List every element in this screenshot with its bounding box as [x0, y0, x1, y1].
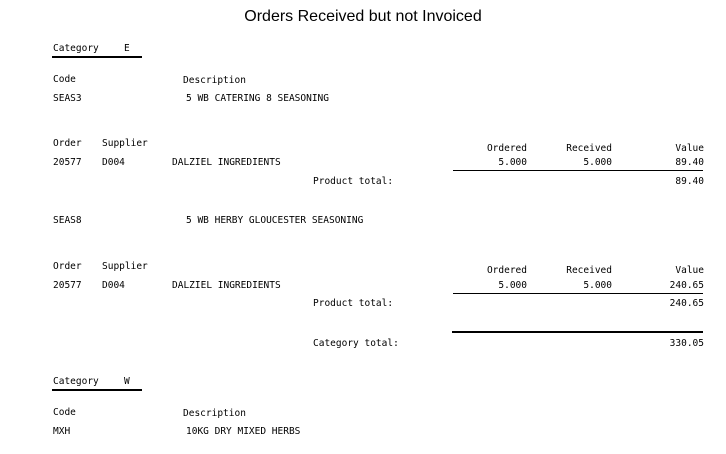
value-header: Value [675, 143, 704, 154]
category-code: E [124, 43, 130, 54]
order-number: 20577 [53, 280, 82, 291]
description-header: Description [183, 408, 246, 419]
category-total-value: 330.05 [669, 338, 704, 349]
product-code: SEAS3 [53, 93, 82, 104]
product-total-value: 89.40 [675, 176, 704, 187]
supplier-code: D004 [102, 157, 125, 168]
supplier-code: D004 [102, 280, 125, 291]
product-code: SEAS8 [53, 215, 82, 226]
code-header: Code [53, 407, 76, 418]
code-header: Code [53, 74, 76, 85]
product-total-label: Product total: [313, 298, 394, 309]
order-header: Order [53, 138, 82, 149]
supplier-header: Supplier [102, 261, 148, 272]
product-description: 10KG DRY MIXED HERBS [186, 426, 301, 437]
category-total-label: Category total: [313, 338, 399, 349]
order-number: 20577 [53, 157, 82, 168]
received-header: Received [566, 265, 612, 276]
supplier-name: DALZIEL INGREDIENTS [172, 157, 281, 168]
subtotal-rule [453, 293, 703, 294]
product-total-value: 240.65 [669, 298, 704, 309]
category-label: Category [53, 43, 99, 54]
product-total-label: Product total: [313, 176, 394, 187]
subtotal-rule [453, 170, 703, 171]
supplier-name: DALZIEL INGREDIENTS [172, 280, 281, 291]
description-header: Description [183, 75, 246, 86]
value-header: Value [675, 265, 704, 276]
category-underline [52, 389, 142, 391]
received-header: Received [566, 143, 612, 154]
ordered-qty: 5.000 [498, 280, 527, 291]
received-qty: 5.000 [583, 280, 612, 291]
order-header: Order [53, 261, 82, 272]
line-value: 240.65 [669, 280, 704, 291]
line-value: 89.40 [675, 157, 704, 168]
supplier-header: Supplier [102, 138, 148, 149]
report-title: Orders Received but not Invoiced [244, 8, 482, 25]
received-qty: 5.000 [583, 157, 612, 168]
product-description: 5 WB CATERING 8 SEASONING [186, 93, 329, 104]
ordered-qty: 5.000 [498, 157, 527, 168]
product-code: MXH [53, 426, 71, 437]
category-total-rule [452, 331, 703, 333]
ordered-header: Ordered [486, 265, 527, 276]
product-description: 5 WB HERBY GLOUCESTER SEASONING [186, 215, 364, 226]
category-underline [52, 56, 142, 58]
category-label: Category [53, 376, 99, 387]
category-code: W [124, 376, 130, 387]
ordered-header: Ordered [486, 143, 527, 154]
